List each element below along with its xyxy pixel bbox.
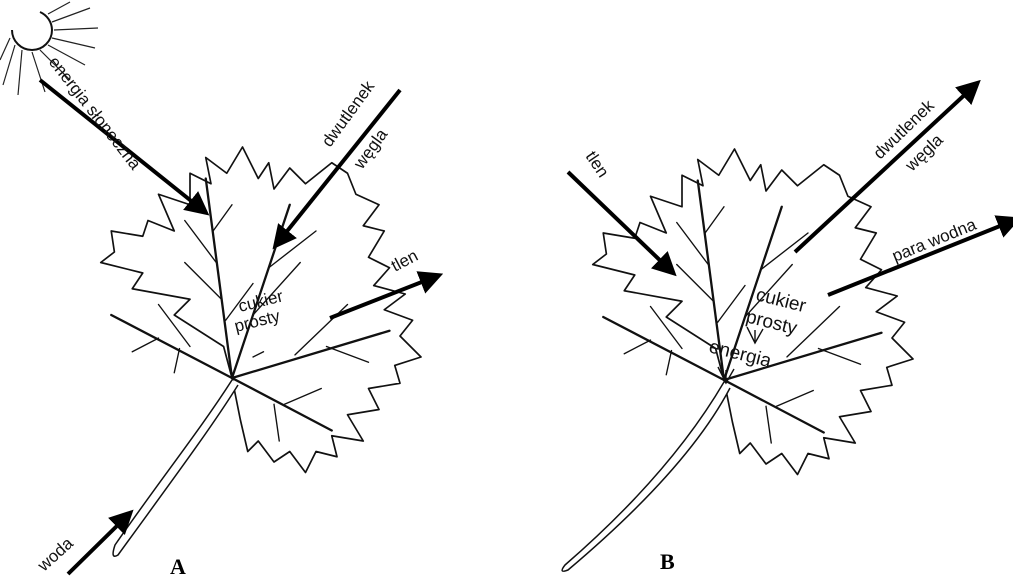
- panel-a: energia słoneczna dwutlenek węgla tlen c…: [0, 2, 432, 578]
- oxygen-label: tlen: [388, 246, 421, 276]
- co2-label-line2: węgla: [349, 125, 391, 173]
- oxygen-label: tlen: [582, 148, 613, 181]
- sun-icon: [0, 2, 98, 95]
- panel-letter-b: B: [660, 549, 675, 574]
- sun-energy-label: energia słoneczna: [45, 53, 145, 174]
- leaf-stem: [562, 382, 730, 571]
- panel-b: tlen dwutlenek węgla para wodna cukier p…: [562, 88, 1010, 574]
- leaf-stem: [113, 380, 238, 556]
- panel-letter-a: A: [170, 554, 186, 578]
